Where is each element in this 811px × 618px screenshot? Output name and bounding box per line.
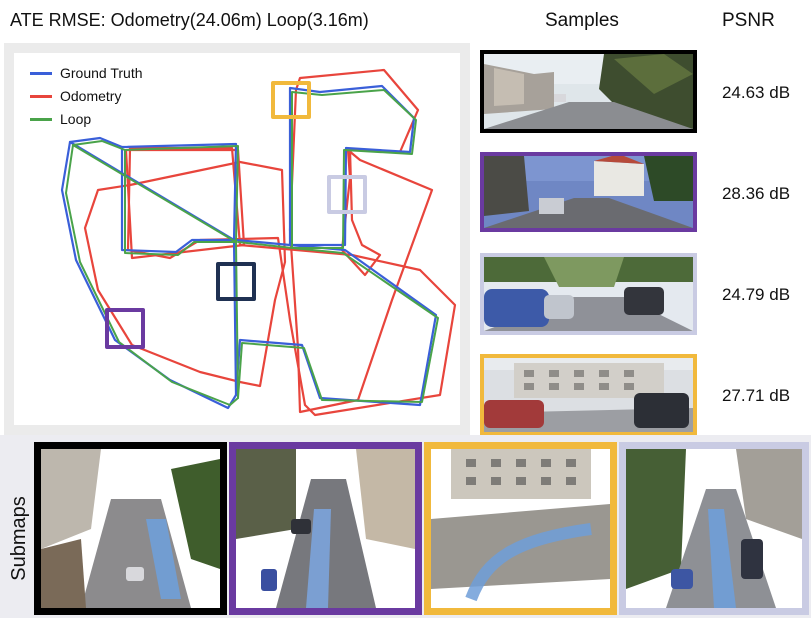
sample-psnr-2: 28.36 dB — [721, 184, 791, 203]
legend-loop: Loop — [30, 108, 143, 131]
legend-swatch-ground-truth — [30, 72, 52, 75]
sample-image-3 — [480, 253, 697, 335]
sample-image-4 — [480, 354, 697, 436]
ate-rmse-title: ATE RMSE: Odometry(24.06m) Loop(3.16m) — [10, 10, 369, 30]
trajectory-legend: Ground Truth Odometry Loop — [30, 62, 143, 131]
legend-odometry: Odometry — [30, 85, 143, 108]
legend-swatch-loop — [30, 118, 52, 121]
legend-ground-truth: Ground Truth — [30, 62, 143, 85]
sample-psnr-3: 24.79 dB — [721, 285, 791, 304]
loop-trajectory — [65, 89, 439, 406]
submaps-label-text: Submaps — [7, 495, 30, 581]
marker-lavender — [327, 175, 367, 214]
submap-3 — [424, 442, 617, 615]
sample-image-2 — [480, 152, 697, 232]
samples-heading: Samples — [545, 10, 619, 31]
submap-1 — [34, 442, 227, 615]
trajectory-map-panel — [4, 43, 470, 435]
ground-truth-trajectory — [60, 84, 438, 410]
submap-2 — [229, 442, 422, 615]
marker-yellow — [271, 81, 311, 119]
trajectory-map-canvas — [14, 53, 460, 425]
trajectory-plot — [60, 68, 457, 417]
marker-purple — [105, 308, 145, 349]
submap-4 — [619, 442, 809, 615]
legend-label: Loop — [60, 111, 92, 127]
psnr-heading: PSNR — [722, 10, 775, 31]
legend-swatch-odometry — [30, 95, 52, 98]
marker-navy — [216, 262, 256, 301]
sample-image-1 — [480, 50, 697, 133]
sample-psnr-4: 27.71 dB — [721, 386, 791, 405]
submaps-label: Submaps — [2, 488, 36, 588]
legend-label: Odometry — [60, 88, 122, 104]
sample-psnr-1: 24.63 dB — [721, 83, 791, 102]
legend-label: Ground Truth — [60, 65, 143, 81]
